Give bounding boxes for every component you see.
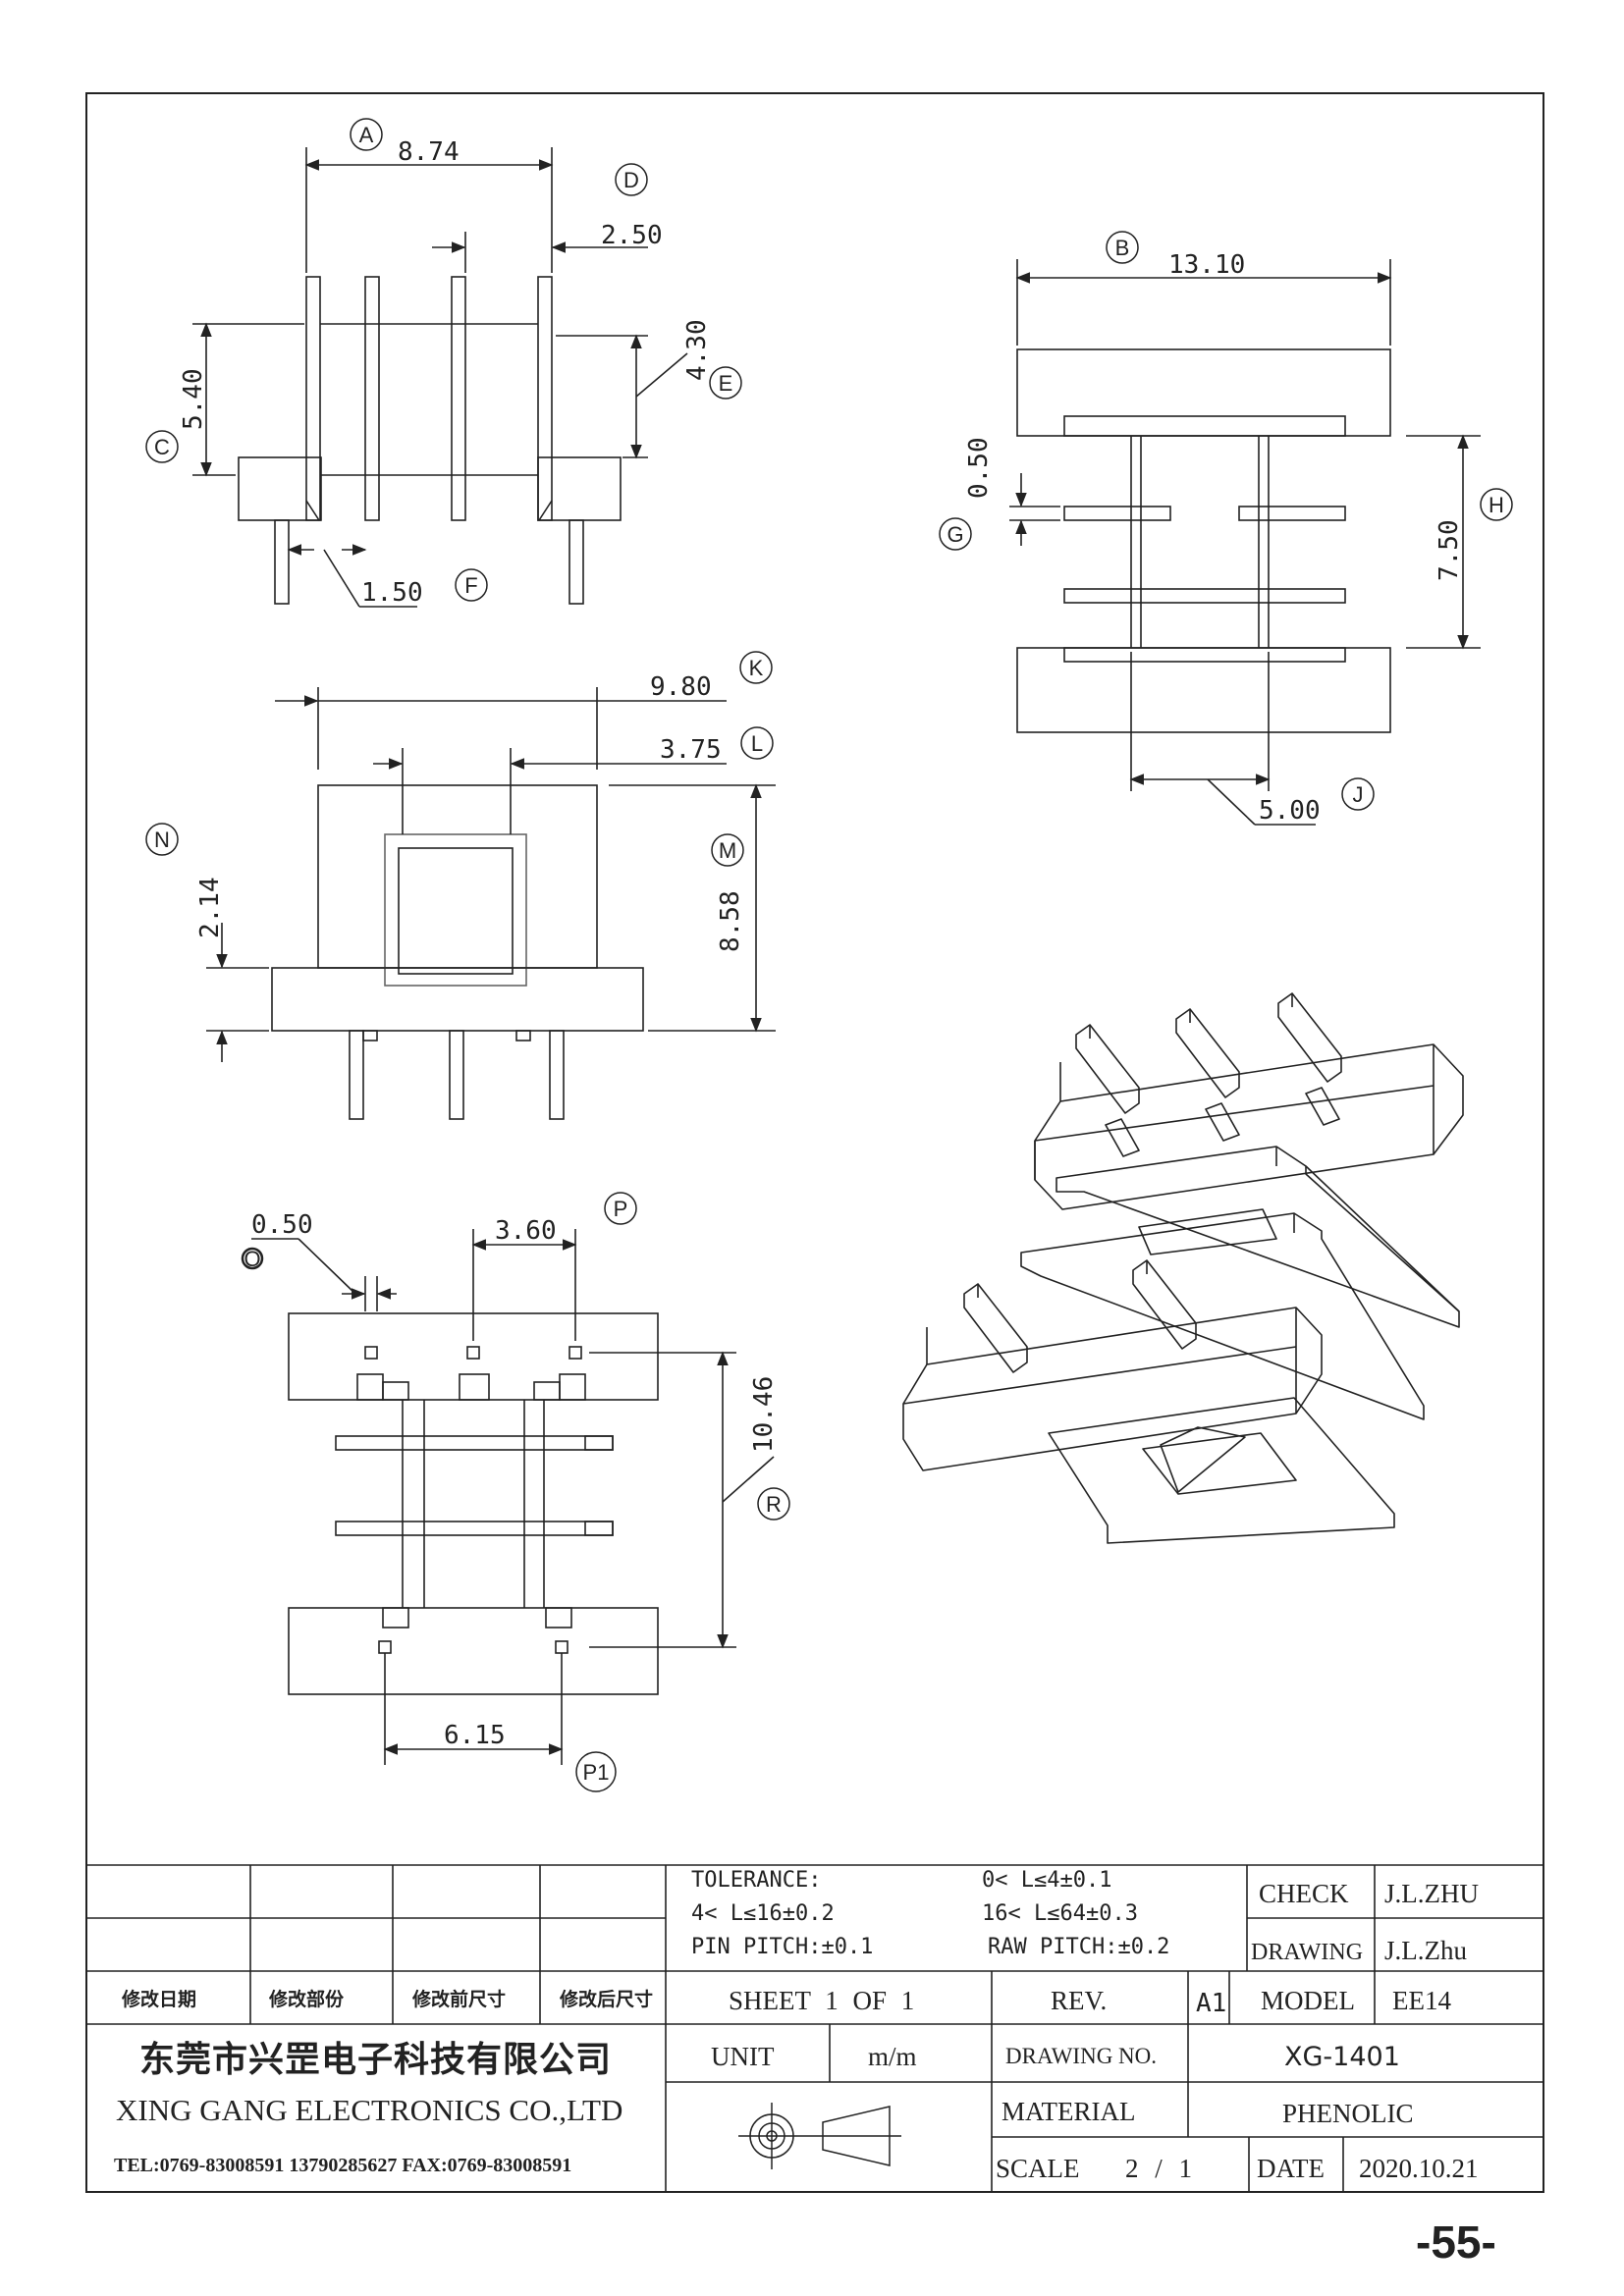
marker-d: D [615,163,648,196]
svg-text:N: N [154,828,170,852]
dim-m: 8.58 [716,890,745,952]
dim-k: 9.80 [650,672,712,702]
svg-text:C: C [154,435,170,459]
marker-g: G [939,517,972,551]
pin-pitch: PIN PITCH:±0.1 [691,1935,873,1959]
tolerance-label: TOLERANCE: [691,1868,821,1893]
marker-j: J [1341,777,1375,811]
dim-p1: 6.15 [444,1721,506,1750]
dim-e: 4.30 [682,319,712,381]
tolerance-range-3: 16< L≤64±0.3 [982,1901,1138,1926]
check-value: J.L.ZHU [1384,1879,1479,1908]
dim-a: 8.74 [398,137,460,167]
revision-part-label: 修改部份 [268,1988,345,2010]
scale-label: SCALE [996,2154,1080,2183]
projection-symbol-icon [738,2103,901,2169]
svg-text:H: H [1489,493,1504,517]
company-tel-fax: TEL:0769-83008591 13790285627 FAX:0769-8… [114,2155,571,2176]
svg-text:R: R [766,1492,782,1517]
raw-pitch: RAW PITCH:±0.2 [988,1935,1169,1959]
svg-text:B: B [1115,236,1130,260]
marker-o: O [241,1247,264,1271]
svg-text:E: E [719,371,733,396]
tolerance-range-1: 0< L≤4±0.1 [982,1868,1111,1893]
marker-e: E [709,366,742,400]
marker-n: N [145,823,179,856]
dim-l: 3.75 [660,735,722,765]
dim-p: 3.60 [495,1216,557,1246]
page-number: -55- [1416,2216,1496,2268]
svg-text:P: P [614,1197,628,1221]
rev-label: REV. [1051,1986,1107,2015]
top-view [1009,259,1481,826]
svg-text:P1: P1 [583,1760,610,1785]
dim-c: 5.40 [179,368,208,430]
marker-h: H [1480,488,1513,521]
drawing-no-value: XG-1401 [1284,2042,1400,2072]
company-name-en: XING GANG ELECTRONICS CO.,LTD [116,2093,623,2127]
dim-b: 13.10 [1168,250,1245,280]
isometric-view [902,992,1464,1544]
marker-p: P [604,1192,637,1225]
dim-h: 7.50 [1435,519,1464,581]
dim-f: 1.50 [361,578,423,608]
dim-n: 2.14 [195,877,225,938]
drawing-value: J.L.Zhu [1384,1936,1467,1965]
dim-r: 10.46 [749,1376,779,1453]
svg-text:G: G [947,522,963,547]
marker-f: F [455,568,488,602]
drawing-label: DRAWING [1251,1940,1363,1965]
rev-value: A1 [1196,1989,1226,2018]
svg-text:O: O [244,1247,260,1271]
company-name-cn: 东莞市兴罡电子科技有限公司 [139,2040,612,2080]
material-value: PHENOLIC [1282,2099,1414,2128]
dim-o: 0.50 [251,1210,313,1240]
bottom-view [251,1229,775,1765]
sheet-border [85,92,1544,2193]
dim-j: 5.00 [1259,796,1321,826]
svg-text:J: J [1353,782,1364,807]
svg-text:K: K [749,656,764,680]
check-label: CHECK [1259,1879,1349,1908]
title-block-grid [86,1864,1543,2192]
model-value: EE14 [1392,1986,1451,2015]
unit-value: m/m [868,2042,917,2071]
marker-k: K [739,651,773,684]
date-value: 2020.10.21 [1359,2154,1479,2183]
dim-d: 2.50 [601,221,663,250]
svg-text:A: A [359,123,374,147]
dim-g: 0.50 [964,437,994,499]
svg-text:L: L [751,731,763,756]
front-view [192,147,688,608]
model-label: MODEL [1261,1986,1355,2015]
marker-m: M [711,833,744,867]
drawing-no-label: DRAWING NO. [1005,2044,1157,2068]
revision-date-label: 修改日期 [121,1988,196,2010]
revision-after-label: 修改后尺寸 [559,1988,653,2010]
tolerance-range-2: 4< L≤16±0.2 [691,1901,835,1926]
marker-b: B [1106,231,1139,264]
svg-text:F: F [464,573,477,598]
svg-text:M: M [719,838,736,863]
sheet-count: SHEET 1 OF 1 [729,1986,914,2015]
marker-r: R [757,1487,790,1521]
marker-a: A [350,118,383,151]
side-view [206,687,776,1120]
svg-text:D: D [623,168,639,192]
marker-p1: P1 [575,1751,617,1792]
revision-before-label: 修改前尺寸 [411,1988,506,2010]
date-label: DATE [1257,2154,1325,2183]
unit-label: UNIT [711,2042,775,2071]
material-label: MATERIAL [1001,2097,1136,2126]
scale-value: 2 / 1 [1125,2154,1192,2183]
markers: A D E C F B H G J K L N M P O R P1 [145,118,1513,1792]
marker-l: L [740,726,774,760]
marker-c: C [145,430,179,463]
